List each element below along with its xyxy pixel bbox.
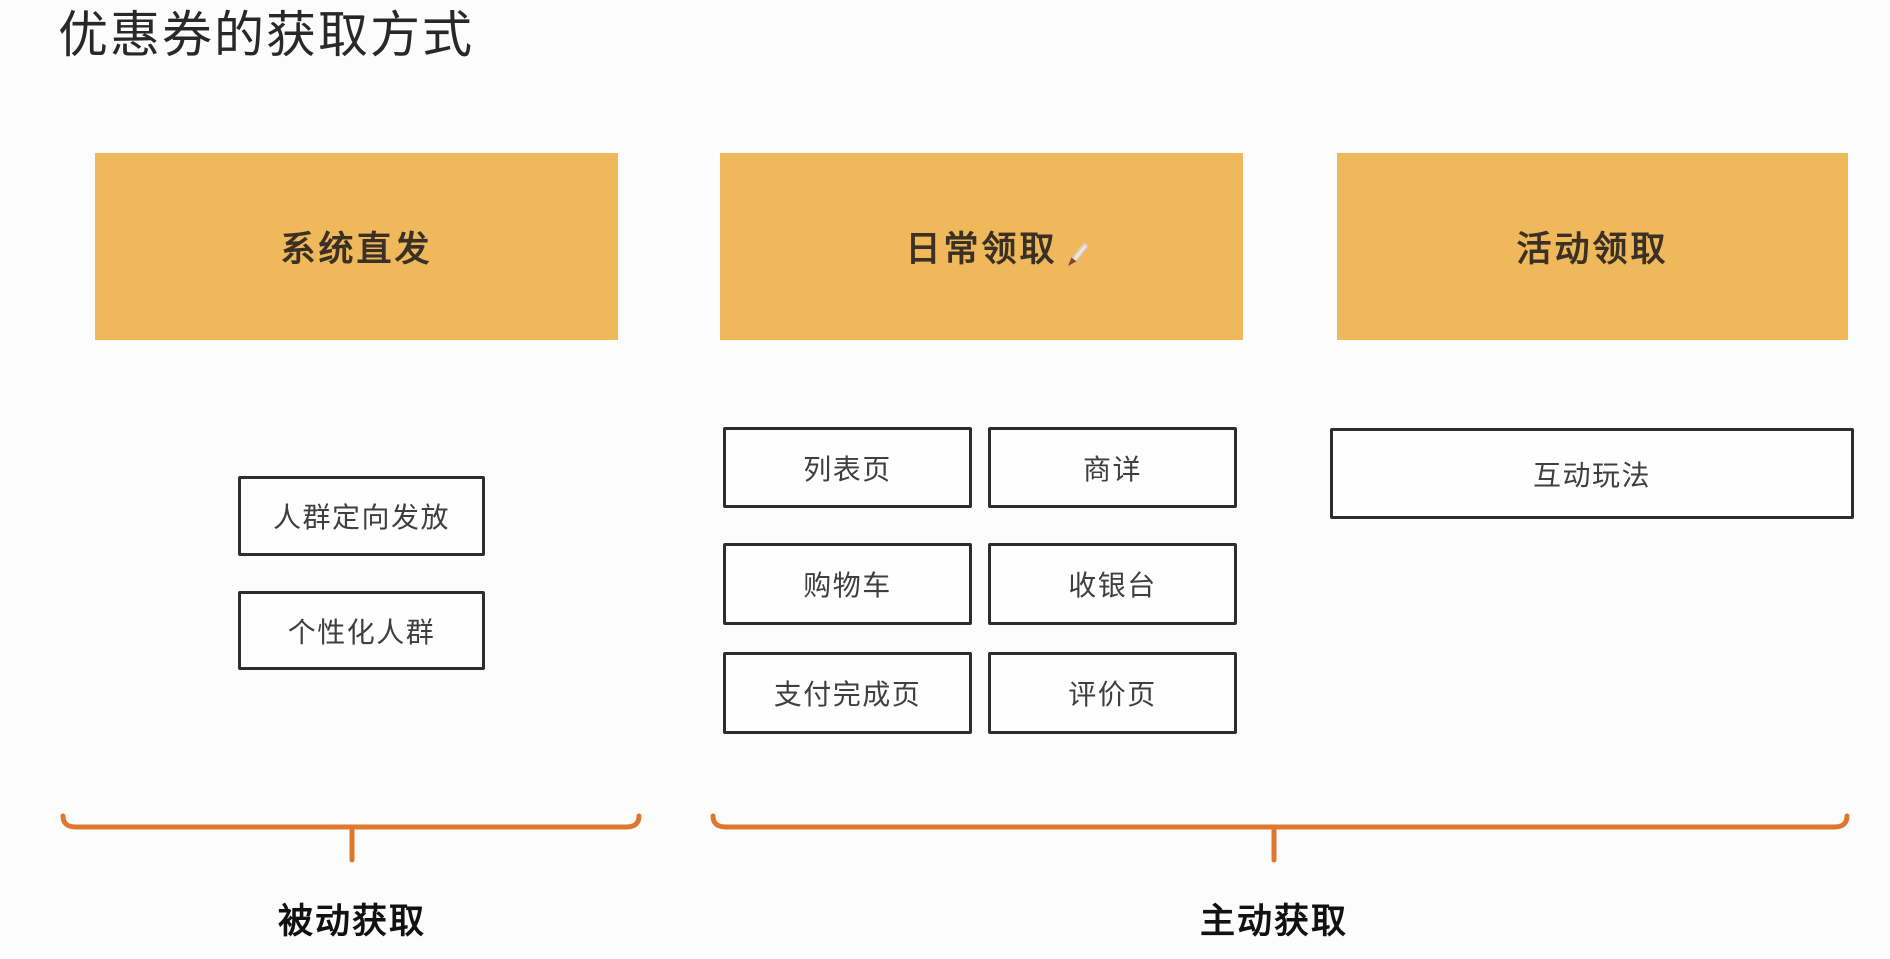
passive-acquisition-label: 被动获取 xyxy=(277,902,426,941)
node-interactive-play: 互动玩法 xyxy=(1330,428,1854,519)
node-product-detail: 商详 xyxy=(988,427,1237,508)
pen-cursor-icon xyxy=(1068,243,1088,266)
node-label: 收银台 xyxy=(1068,570,1157,601)
header-label-activity-claim: 活动领取 xyxy=(1516,230,1669,269)
header-box-system-direct: 系统直发 xyxy=(95,153,618,340)
node-label: 支付完成页 xyxy=(773,679,922,710)
node-label: 互动玩法 xyxy=(1532,459,1651,491)
right-brace xyxy=(710,813,1850,863)
node-label: 评价页 xyxy=(1068,679,1157,710)
node-personalized-crowd: 个性化人群 xyxy=(238,591,485,670)
node-review-page: 评价页 xyxy=(988,652,1237,734)
node-shopping-cart: 购物车 xyxy=(723,543,972,625)
header-label-system-direct: 系统直发 xyxy=(280,230,433,269)
page-title: 优惠券的获取方式 xyxy=(58,7,474,63)
node-label: 列表页 xyxy=(803,453,892,485)
node-payment-complete-page: 支付完成页 xyxy=(723,652,972,734)
node-crowd-targeted-distribution: 人群定向发放 xyxy=(238,476,485,556)
active-acquisition-label: 主动获取 xyxy=(1199,902,1348,941)
header-label-daily-claim: 日常领取 xyxy=(905,230,1058,269)
left-brace xyxy=(60,813,642,863)
node-label: 个性化人群 xyxy=(287,616,436,648)
node-label: 购物车 xyxy=(803,570,892,601)
node-label: 人群定向发放 xyxy=(272,502,450,533)
header-box-activity-claim: 活动领取 xyxy=(1337,153,1848,340)
node-list-page: 列表页 xyxy=(723,427,972,508)
node-label: 商详 xyxy=(1082,453,1142,485)
header-box-daily-claim: 日常领取 xyxy=(720,153,1243,340)
node-checkout-counter: 收银台 xyxy=(988,543,1237,625)
